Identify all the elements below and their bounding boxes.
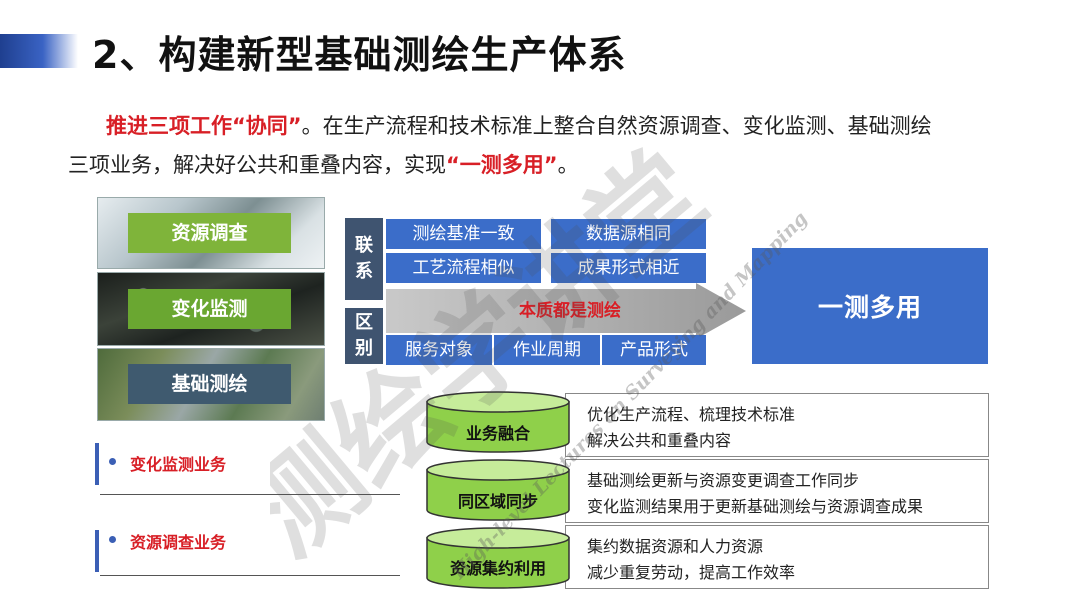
row-name-business-fusion: 业务融合 <box>465 424 530 443</box>
row-box-business-fusion <box>565 393 989 457</box>
link-label: 联 系 <box>345 218 383 300</box>
intro-text-1: 。在生产流程和技术标准上整合自然资源调查、变化监测、基础测绘 <box>301 114 932 138</box>
row-line: 基础测绘更新与资源变更调查工作同步 <box>587 471 860 490</box>
row-box-intensive-use <box>565 525 989 589</box>
result-one-survey-multi-use: 一测多用 <box>752 248 988 364</box>
intro-text-3: 。 <box>557 153 579 177</box>
intro-text-2: 三项业务，解决好公共和重叠内容，实现 <box>68 153 446 177</box>
photo-label-change-monitoring: 变化监测 <box>128 289 291 329</box>
bullet-bar <box>95 443 99 485</box>
page-title: 2、构建新型基础测绘生产体系 <box>92 33 627 77</box>
cylinder-intensive-use <box>426 527 570 589</box>
link-item-process: 工艺流程相似 <box>386 253 541 283</box>
photo-label-resource-survey: 资源调查 <box>128 213 291 253</box>
essence-text: 本质都是测绘 <box>519 301 621 321</box>
intro-line-1: 推进三项工作“协同”。在生产流程和技术标准上整合自然资源调查、变化监测、基础测绘 <box>106 110 932 140</box>
row-line: 减少重复劳动，提高工作效率 <box>587 563 796 582</box>
link-item-output: 成果形式相近 <box>551 253 706 283</box>
bullet-change-monitoring: 变化监测业务 <box>130 455 227 474</box>
difference-label: 区 别 <box>345 308 383 364</box>
cylinder-business-fusion <box>426 391 570 453</box>
row-line: 优化生产流程、梳理技术标准 <box>587 405 796 424</box>
intro-line-2: 三项业务，解决好公共和重叠内容，实现“一测多用”。 <box>68 149 579 179</box>
bullet-bar <box>95 530 99 572</box>
title-accent-bar <box>0 34 78 68</box>
row-line: 变化监测结果用于更新基础测绘与资源调查成果 <box>587 497 924 516</box>
bullet-underline <box>100 575 400 576</box>
intro-emphasis-coordination: 推进三项工作“协同” <box>106 114 302 138</box>
intro-emphasis-one-survey: “一测多用” <box>446 153 558 177</box>
diff-item-product-form: 产品形式 <box>602 335 706 365</box>
bullet-resource-survey: 资源调查业务 <box>130 533 227 552</box>
link-item-datum: 测绘基准一致 <box>386 219 541 249</box>
bullet-dot <box>109 536 116 543</box>
link-item-data-source: 数据源相同 <box>551 219 706 249</box>
row-box-same-area-sync <box>565 459 989 523</box>
row-name-intensive-use: 资源集约利用 <box>449 559 546 578</box>
essence-arrow <box>386 283 746 339</box>
diff-item-work-cycle: 作业周期 <box>494 335 600 365</box>
row-line: 解决公共和重叠内容 <box>587 431 732 450</box>
bullet-underline <box>100 494 400 495</box>
diff-item-service-object: 服务对象 <box>386 335 492 365</box>
bullet-dot <box>109 458 116 465</box>
photo-label-basic-mapping: 基础测绘 <box>128 364 291 404</box>
row-line: 集约数据资源和人力资源 <box>587 537 764 556</box>
cylinder-same-area-sync <box>426 459 570 521</box>
row-name-same-area-sync: 同区域同步 <box>457 492 538 511</box>
